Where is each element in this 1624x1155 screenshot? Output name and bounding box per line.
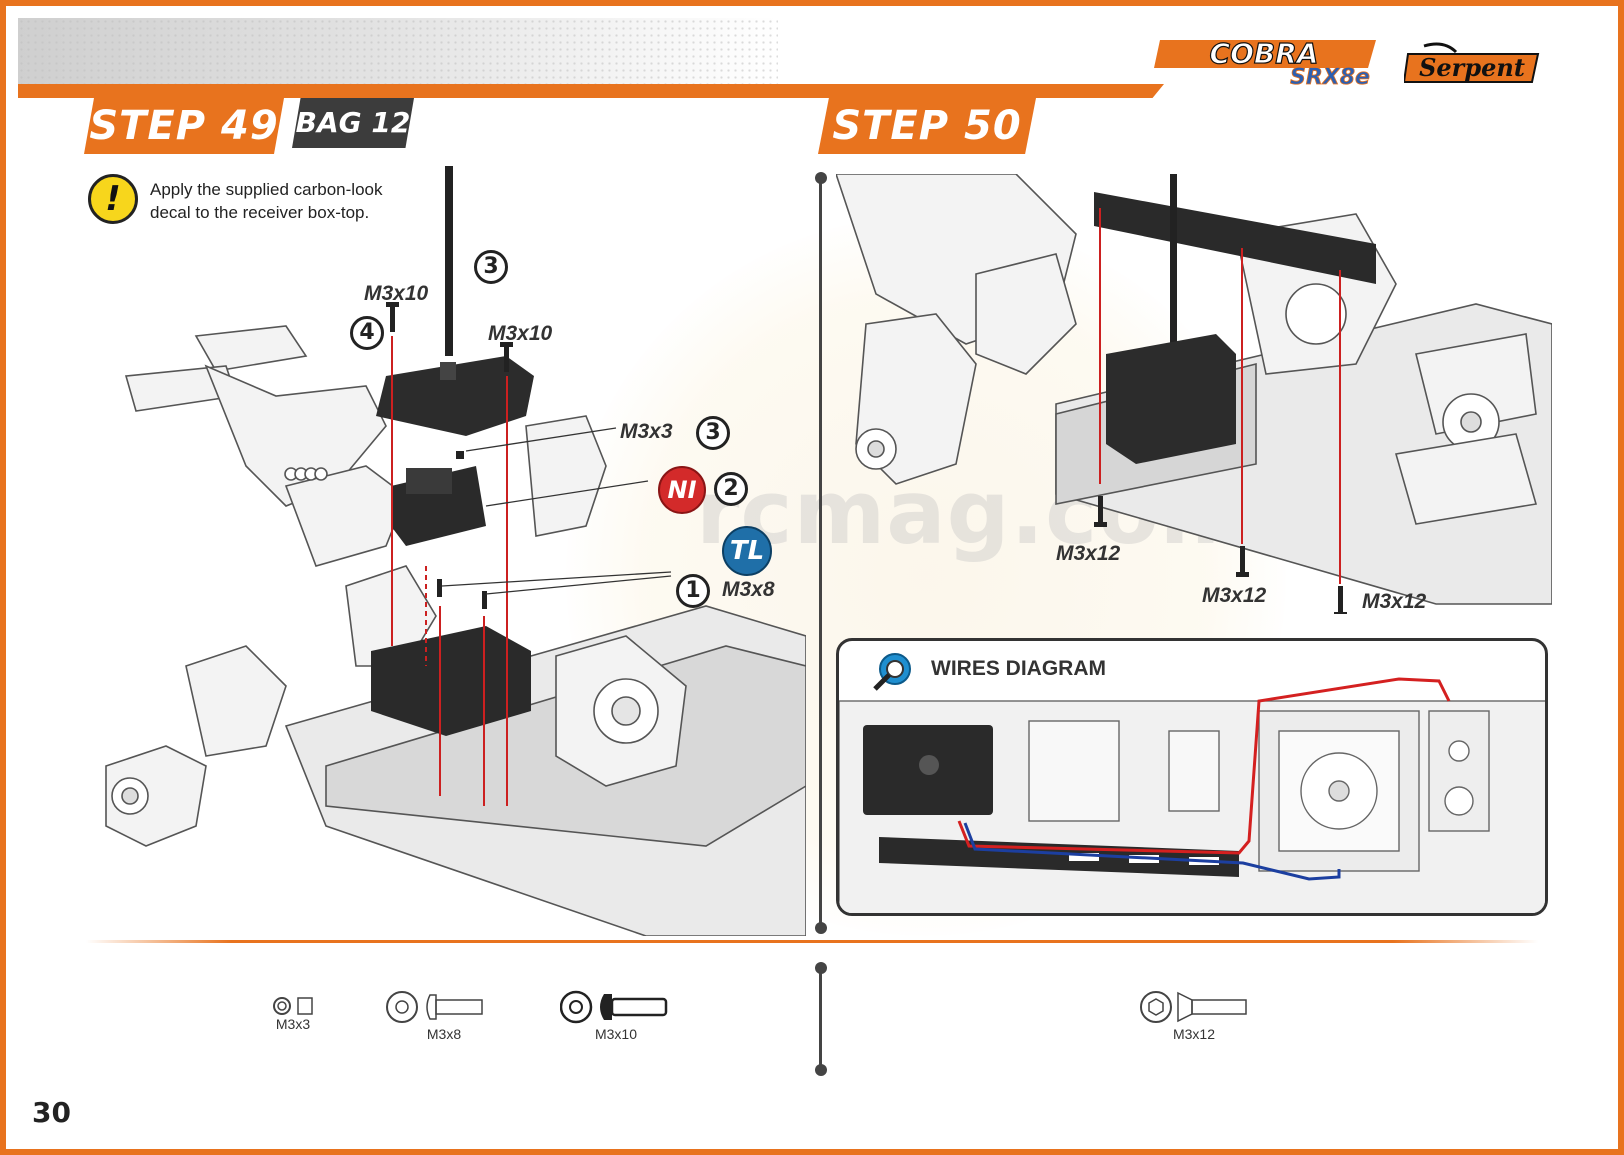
wires-drawing (839, 677, 1545, 913)
label-m3x12-c: M3x12 (1362, 590, 1427, 613)
part-label-m3x10: M3x10 (594, 1026, 638, 1042)
magnifier-icon (873, 653, 911, 691)
wires-diagram-title: WIRES DIAGRAM (931, 657, 1106, 680)
part-label-m3x12: M3x12 (1172, 1026, 1216, 1042)
step49-illustration (105, 166, 806, 936)
tl-badge: TL (722, 526, 772, 576)
step-50-tab: STEP 50 (818, 98, 1036, 154)
wires-diagram-panel: WIRES DIAGRAM (836, 638, 1548, 916)
part-m3x8-screw-icon (386, 991, 483, 1023)
header-pattern (18, 18, 778, 84)
step-49-tab: STEP 49 (84, 98, 284, 154)
vertical-divider (819, 178, 822, 928)
step50-illustration (836, 174, 1552, 614)
label-m3x12-a: M3x12 (1056, 542, 1121, 565)
ni-badge: NI (658, 466, 706, 514)
callout-num-3-side: 3 (696, 416, 730, 450)
cobra-logo: COBRA SRX8e (1154, 36, 1376, 86)
part-m3x12-screw-icon (1140, 991, 1247, 1023)
logo-serpent-text: Serpent (1419, 53, 1525, 82)
callout-num-4: 4 (350, 316, 384, 350)
header-orange-stripe (18, 84, 1164, 98)
bag-12-tab: BAG 12 (292, 98, 414, 148)
callout-num-2: 2 (714, 472, 748, 506)
horizontal-divider (86, 940, 1538, 943)
part-m3x10-screw-icon (560, 990, 668, 1024)
decal-note: ! Apply the supplied carbon-look decal t… (88, 174, 388, 230)
label-m3x12-b: M3x12 (1202, 584, 1267, 607)
label-m3x10-left: M3x10 (364, 282, 429, 305)
label-m3x10-right: M3x10 (488, 322, 553, 345)
vertical-divider-lower (819, 966, 822, 1070)
serpent-logo: Serpent (1404, 42, 1540, 83)
callout-num-1: 1 (676, 574, 710, 608)
divider-dot-lower-bottom (815, 1064, 827, 1076)
label-m3x3: M3x3 (620, 420, 673, 443)
logo-model-text: SRX8e (1290, 65, 1370, 86)
divider-dot-bottom (815, 922, 827, 934)
part-label-m3x3: M3x3 (275, 1016, 311, 1032)
logo-cobra-text: COBRA (1210, 37, 1319, 70)
exclamation-icon: ! (88, 174, 138, 224)
part-m3x3-nut-icon (273, 997, 313, 1015)
callout-num-3-antenna: 3 (474, 250, 508, 284)
page-number: 30 (32, 1096, 71, 1129)
label-m3x8: M3x8 (722, 578, 775, 601)
part-label-m3x8: M3x8 (426, 1026, 462, 1042)
note-text: Apply the supplied carbon-look decal to … (150, 180, 383, 222)
